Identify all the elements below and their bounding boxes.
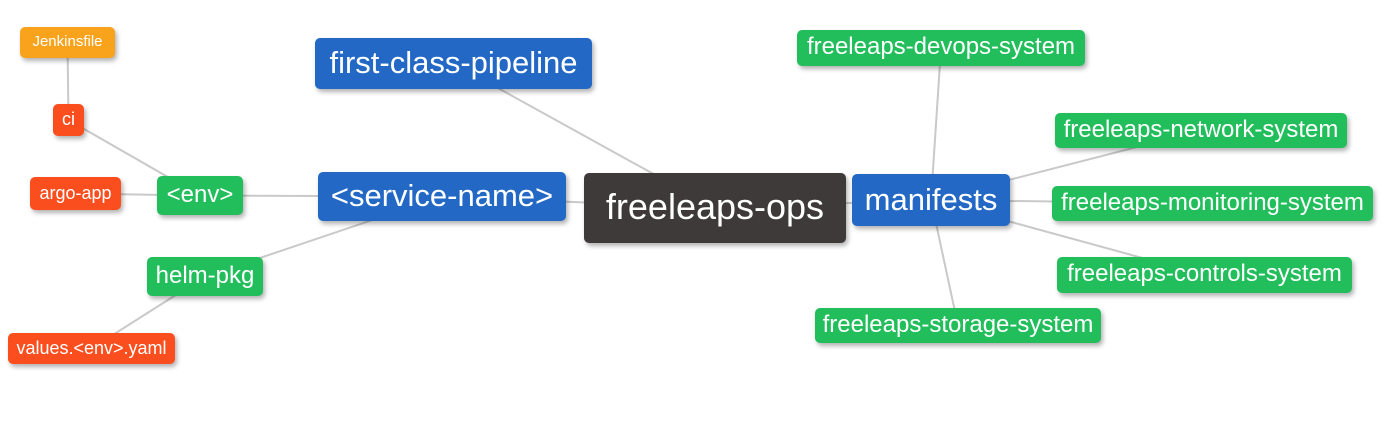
node-label: <service-name> bbox=[330, 178, 554, 213]
node-freeleaps-ops[interactable]: freeleaps-ops bbox=[584, 173, 846, 243]
node-label: first-class-pipeline bbox=[329, 45, 578, 80]
node-label: Jenkinsfile bbox=[32, 33, 103, 50]
node-argo-app[interactable]: argo-app bbox=[30, 177, 121, 210]
node-label: freeleaps-controls-system bbox=[1067, 260, 1342, 287]
node-freeleaps-devops-system[interactable]: freeleaps-devops-system bbox=[797, 30, 1085, 66]
node-label: manifests bbox=[864, 181, 998, 217]
node-freeleaps-controls-system[interactable]: freeleaps-controls-system bbox=[1057, 257, 1352, 293]
node-label: ci bbox=[62, 109, 75, 129]
node-first-class-pipeline[interactable]: first-class-pipeline bbox=[315, 38, 592, 89]
node-values-env-yaml[interactable]: values.<env>.yaml bbox=[8, 333, 175, 364]
node-label: freeleaps-devops-system bbox=[806, 33, 1076, 60]
node-label: freeleaps-storage-system bbox=[822, 310, 1094, 338]
node-env[interactable]: <env> bbox=[157, 176, 243, 215]
node-label: <env> bbox=[166, 180, 234, 208]
node-service-name[interactable]: <service-name> bbox=[318, 172, 566, 221]
node-label: values.<env>.yaml bbox=[16, 337, 167, 358]
node-jenkinsfile[interactable]: Jenkinsfile bbox=[20, 27, 115, 58]
node-label: freeleaps-monitoring-system bbox=[1061, 188, 1364, 216]
node-manifests[interactable]: manifests bbox=[852, 174, 1010, 226]
node-label: freeleaps-ops bbox=[605, 186, 825, 227]
node-helm-pkg[interactable]: helm-pkg bbox=[147, 257, 263, 296]
node-label: freeleaps-network-system bbox=[1063, 115, 1339, 143]
node-freeleaps-network-system[interactable]: freeleaps-network-system bbox=[1055, 113, 1347, 148]
node-label: helm-pkg bbox=[155, 261, 255, 289]
node-freeleaps-storage-system[interactable]: freeleaps-storage-system bbox=[815, 308, 1101, 343]
node-freeleaps-monitoring-system[interactable]: freeleaps-monitoring-system bbox=[1052, 186, 1373, 221]
node-label: argo-app bbox=[39, 182, 112, 203]
node-ci[interactable]: ci bbox=[53, 104, 84, 136]
